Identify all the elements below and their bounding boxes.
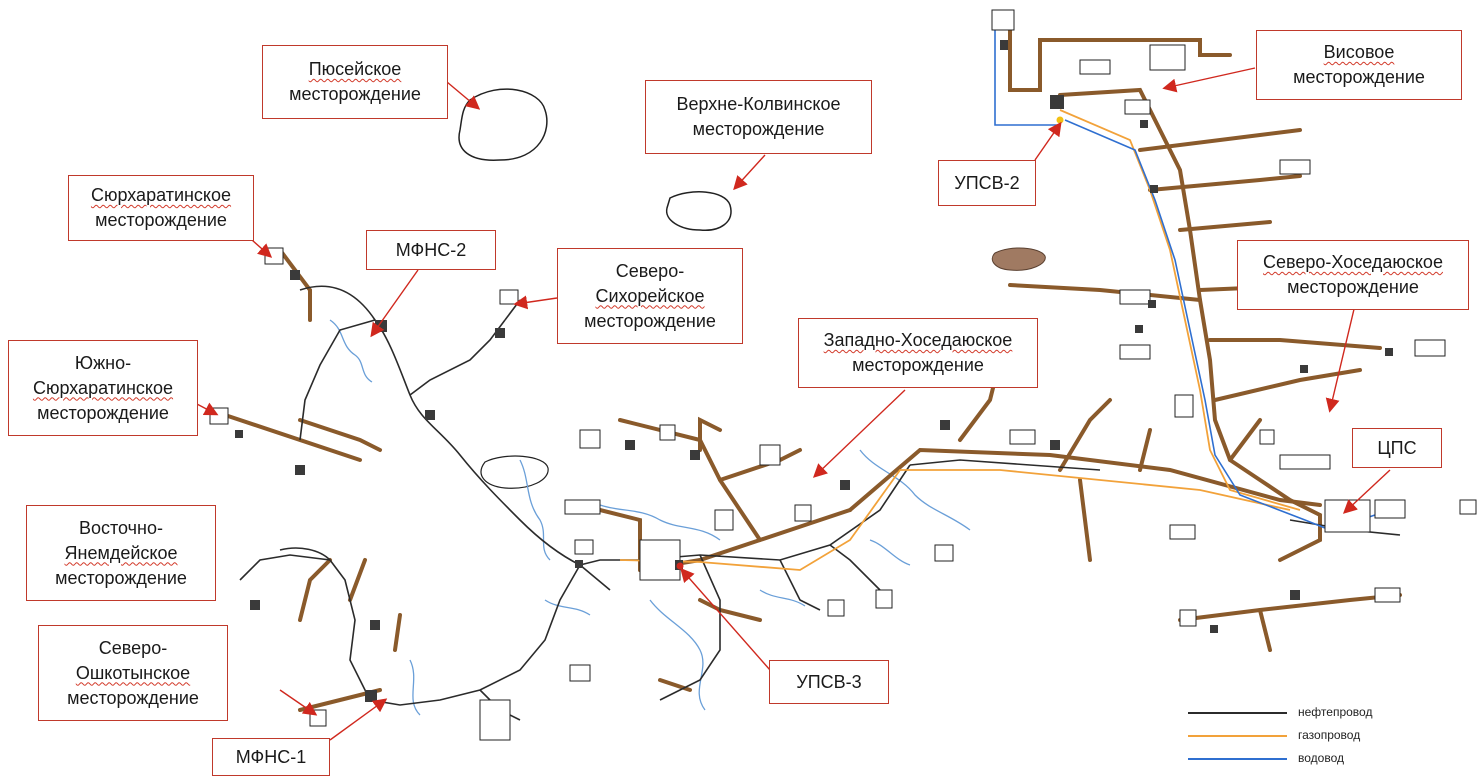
legend-water-label: водовод bbox=[1298, 751, 1344, 765]
upsv3-marker bbox=[677, 563, 684, 570]
label-mfns1-text: МФНС-1 bbox=[236, 745, 306, 770]
label-severo-oshkotynskoe-line3: месторождение bbox=[67, 686, 199, 711]
label-yuzhno-syurkharatinskoe: Южно- Сюрхаратинское месторождение bbox=[8, 340, 198, 436]
label-yuzhno-syurkharatinskoe-line3: месторождение bbox=[37, 401, 169, 426]
label-zapadno-khosedayuskoe-line1: Западно-Хоседаюское bbox=[824, 328, 1013, 353]
label-verkhne-kolvinskoe-line2: месторождение bbox=[693, 117, 825, 142]
label-severo-sikhoreyskoe: Северо- Сихорейское месторождение bbox=[557, 248, 743, 344]
label-upsv3: УПСВ-3 bbox=[769, 660, 889, 704]
label-verkhne-kolvinskoe-line1: Верхне-Колвинское bbox=[676, 92, 840, 117]
legend-oil-label: нефтепровод bbox=[1298, 705, 1372, 719]
label-visovoe-line1: Висовое bbox=[1324, 40, 1395, 65]
label-tsps: ЦПС bbox=[1352, 428, 1442, 468]
label-yuzhno-syurkharatinskoe-line1: Южно- bbox=[75, 351, 131, 376]
label-mfns2: МФНС-2 bbox=[366, 230, 496, 270]
callout-arrows bbox=[195, 68, 1390, 740]
label-visovoe: Висовое месторождение bbox=[1256, 30, 1462, 100]
label-severo-sikhoreyskoe-line1: Северо- bbox=[616, 259, 684, 284]
label-vostochno-yanemdeyskoe-line2: Янемдейское bbox=[65, 541, 178, 566]
label-visovoe-line2: месторождение bbox=[1293, 65, 1425, 90]
label-tsps-text: ЦПС bbox=[1377, 436, 1416, 461]
label-severo-sikhoreyskoe-line2: Сихорейское bbox=[595, 284, 704, 309]
label-severo-khosedayuskoe: Северо-Хоседаюское месторождение bbox=[1237, 240, 1469, 310]
label-upsv2: УПСВ-2 bbox=[938, 160, 1036, 206]
label-yuzhno-syurkharatinskoe-line2: Сюрхаратинское bbox=[33, 376, 173, 401]
brown-field-shape bbox=[992, 248, 1045, 270]
label-severo-oshkotynskoe-line2: Ошкотынское bbox=[76, 661, 190, 686]
legend-gas-label: газопровод bbox=[1298, 728, 1360, 742]
label-pyuseyskoe: Пюсейское месторождение bbox=[262, 45, 448, 119]
small-lake-outline bbox=[481, 456, 548, 488]
label-severo-khosedayuskoe-line2: месторождение bbox=[1287, 275, 1419, 300]
verkhne-kolvinskoe-field-outline bbox=[667, 192, 731, 230]
pyuseyskoe-field-outline bbox=[459, 89, 547, 160]
label-severo-sikhoreyskoe-line3: месторождение bbox=[584, 309, 716, 334]
label-severo-oshkotynskoe: Северо- Ошкотынское месторождение bbox=[38, 625, 228, 721]
label-syurkharatinskoe: Сюрхаратинское месторождение bbox=[68, 175, 254, 241]
label-zapadno-khosedayuskoe: Западно-Хоседаюское месторождение bbox=[798, 318, 1038, 388]
label-syurkharatinskoe-line1: Сюрхаратинское bbox=[91, 183, 231, 208]
label-zapadno-khosedayuskoe-line2: месторождение bbox=[852, 353, 984, 378]
label-vostochno-yanemdeyskoe-line1: Восточно- bbox=[79, 516, 163, 541]
label-severo-oshkotynskoe-line1: Северо- bbox=[99, 636, 167, 661]
label-syurkharatinskoe-line2: месторождение bbox=[95, 208, 227, 233]
label-upsv3-text: УПСВ-3 bbox=[796, 670, 861, 695]
label-verkhne-kolvinskoe: Верхне-Колвинское месторождение bbox=[645, 80, 872, 154]
legend-lines bbox=[1188, 713, 1287, 759]
label-severo-khosedayuskoe-line1: Северо-Хоседаюское bbox=[1263, 250, 1443, 275]
label-vostochno-yanemdeyskoe: Восточно- Янемдейское месторождение bbox=[26, 505, 216, 601]
label-upsv2-text: УПСВ-2 bbox=[954, 171, 1019, 196]
upsv2-marker bbox=[1057, 117, 1064, 124]
label-mfns2-text: МФНС-2 bbox=[396, 238, 466, 263]
label-vostochno-yanemdeyskoe-line3: месторождение bbox=[55, 566, 187, 591]
label-pyuseyskoe-line1: Пюсейское bbox=[309, 57, 402, 82]
label-mfns1: МФНС-1 bbox=[212, 738, 330, 776]
label-pyuseyskoe-line2: месторождение bbox=[289, 82, 421, 107]
